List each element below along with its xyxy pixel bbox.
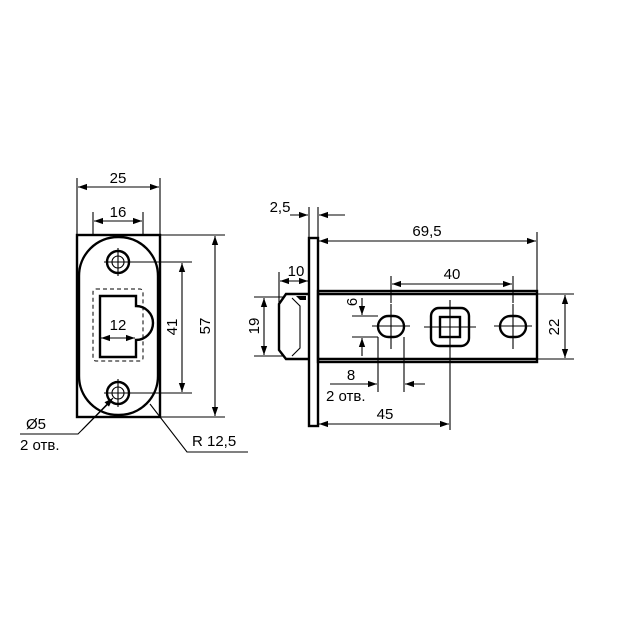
faceplate xyxy=(307,236,320,428)
dim-body-height-label: 22 xyxy=(546,319,563,336)
hole-count-label: 2 отв. xyxy=(20,437,60,454)
top-screw-hole xyxy=(104,248,132,276)
dim-slot-length-label: 8 xyxy=(347,367,355,384)
dim-width-inner-label: 16 xyxy=(110,204,127,221)
front-view: 12 25 16 41 57 Ø5 2 отв. R 12,5 xyxy=(20,170,248,454)
latch-body xyxy=(316,289,539,364)
dim-width-outer-label: 25 xyxy=(110,170,127,187)
dim-slot-width-label: 6 xyxy=(344,298,361,306)
radius-label: R 12,5 xyxy=(192,433,236,450)
dim-height-label: 57 xyxy=(197,318,214,335)
strike-plate-rounded-face xyxy=(77,235,160,417)
side-view: 2,5 69,5 10 40 19 6 22 8 xyxy=(246,199,574,430)
latch-bolt xyxy=(277,292,309,361)
dim-faceplate-label: 2,5 xyxy=(270,199,291,216)
slot-count-label: 2 отв. xyxy=(326,388,366,405)
dim-total-length-label: 69,5 xyxy=(412,223,441,240)
strike-plate-outline xyxy=(75,233,162,419)
dim-latch-depth-label: 10 xyxy=(288,263,305,280)
dim-opening-label: 12 xyxy=(110,317,127,334)
opening-dashed-outline xyxy=(92,288,144,362)
hole-diameter-label: Ø5 xyxy=(26,416,46,433)
dim-slot-spacing-label: 40 xyxy=(444,266,461,283)
latch-opening xyxy=(98,294,155,359)
dim-latch-height-label: 19 xyxy=(246,318,263,335)
dim-backset-label: 45 xyxy=(377,406,394,423)
bottom-screw-hole xyxy=(104,379,132,407)
dim-hole-spacing-label: 41 xyxy=(164,319,181,336)
